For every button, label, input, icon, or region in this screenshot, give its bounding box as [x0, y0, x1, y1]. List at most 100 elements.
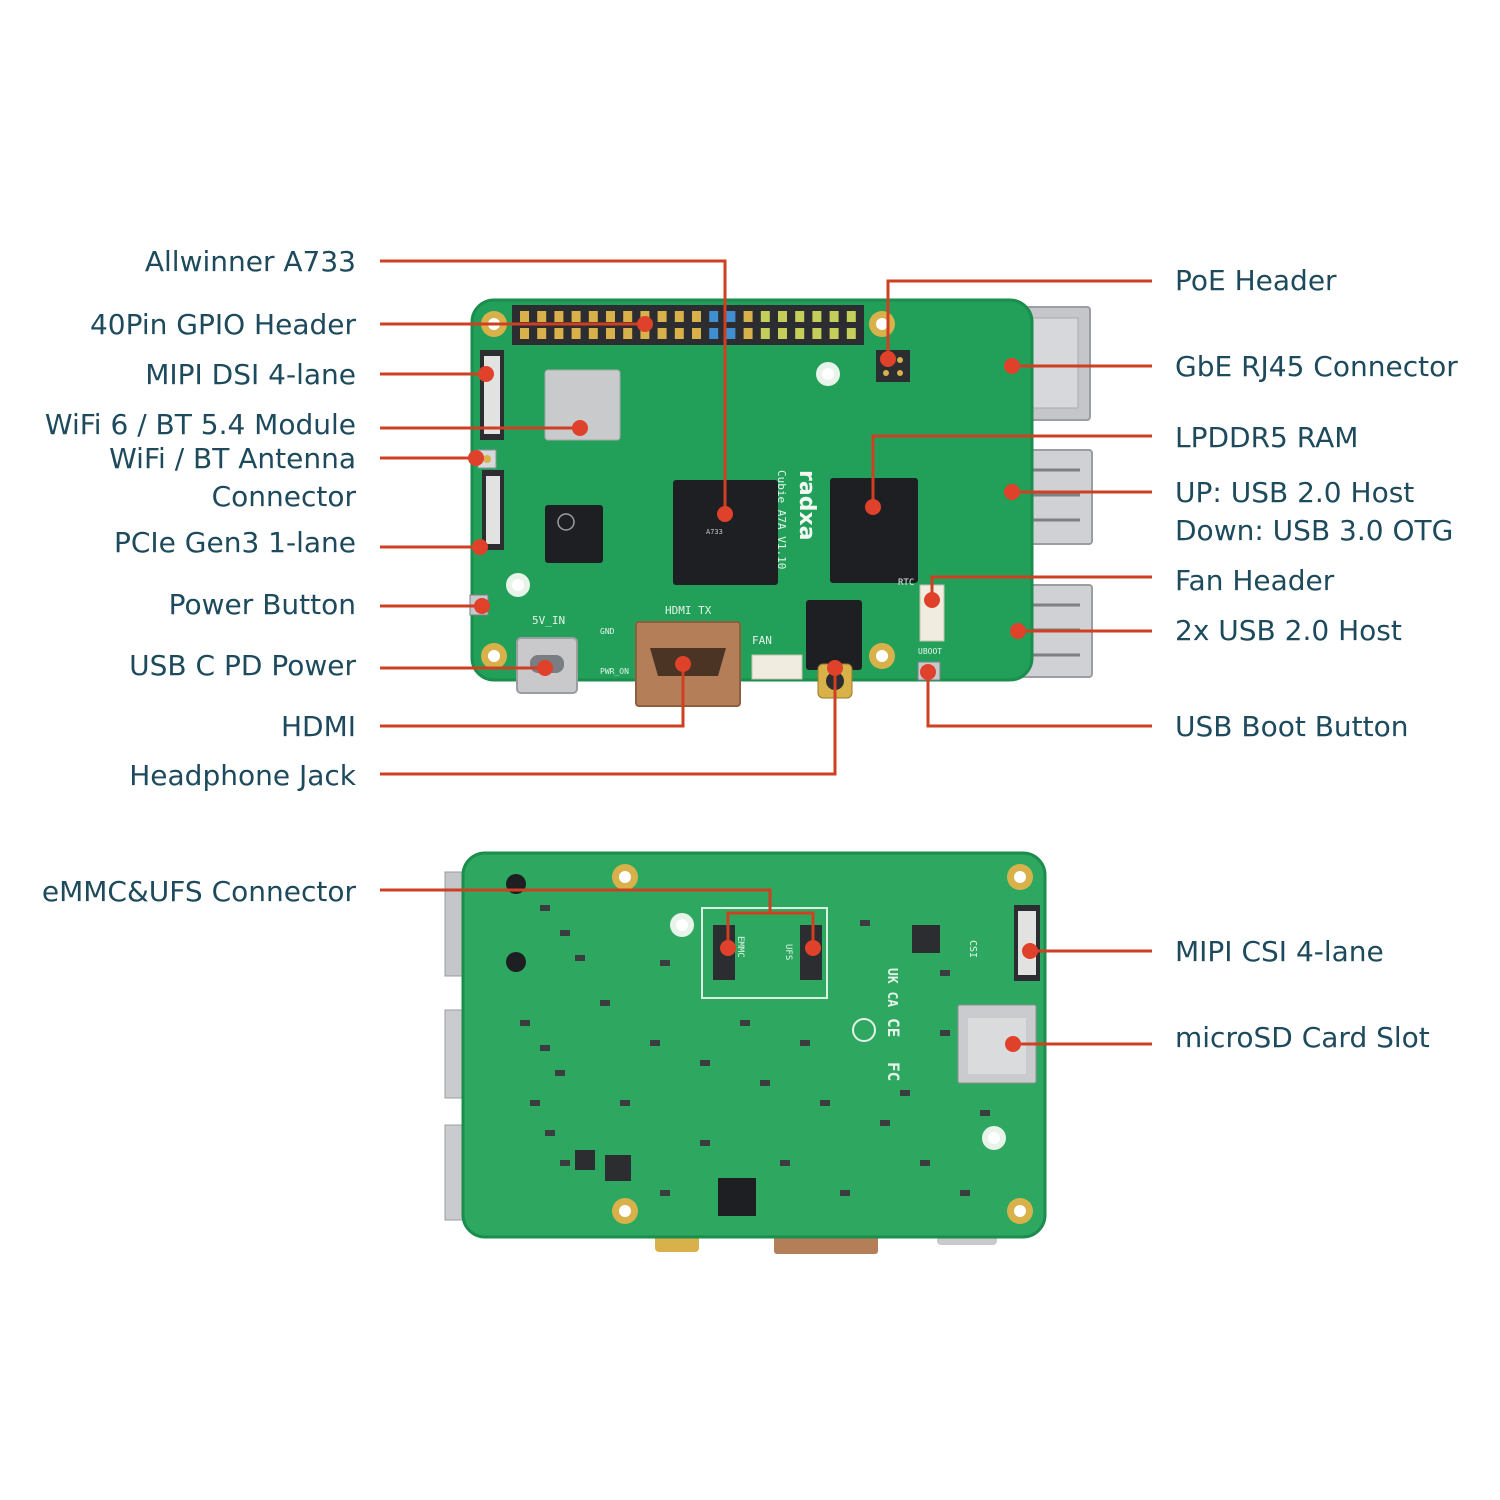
- gpio-pin: [846, 311, 856, 322]
- wifi-module: [544, 369, 621, 441]
- gpio-pin: [606, 311, 615, 322]
- label-pcie: PCIe Gen3 1-lane: [114, 526, 356, 559]
- gpio-pin: [760, 328, 770, 339]
- gpio-pin: [692, 311, 701, 322]
- silk-csi: CSI: [967, 940, 978, 958]
- silk-rtc: RTC: [898, 578, 914, 588]
- gpio-pin: [520, 311, 529, 322]
- dot-gpio: [637, 316, 653, 332]
- label-microsd: microSD Card Slot: [1175, 1021, 1430, 1054]
- label-usb2: 2x USB 2.0 Host: [1175, 614, 1402, 647]
- brand-silk: radxa Cubie A7A V1.10: [775, 470, 819, 569]
- leader-ram: [871, 434, 1152, 507]
- gpio-pin: [829, 311, 839, 322]
- label-power-button: Power Button: [169, 588, 356, 621]
- soc-marking: A733: [706, 528, 723, 536]
- label-hdmi: HDMI: [281, 710, 356, 743]
- gpio-pin: [812, 311, 822, 322]
- top-board: A733 radxa Cubie A7A V1.10 5V_IN HDMI TX…: [469, 298, 1093, 707]
- smd-component: [700, 1140, 710, 1146]
- pmic-chip: [545, 505, 603, 563]
- gpio-pin: [778, 328, 787, 339]
- smd-component: [860, 920, 870, 926]
- smd-component: [800, 1040, 810, 1046]
- label-usbc: USB C PD Power: [129, 649, 356, 682]
- leader-lines: [380, 259, 1152, 1046]
- gpio-pin: [571, 311, 581, 322]
- label-ram: LPDDR5 RAM: [1175, 421, 1358, 454]
- silk-ufs: UFS: [783, 944, 793, 960]
- dot-rj45: [1004, 358, 1020, 374]
- gpio-pin: [709, 311, 719, 322]
- svg-text:Cubie A7A V1.10: Cubie A7A V1.10: [775, 470, 788, 569]
- label-poe: PoE Header: [1175, 264, 1337, 297]
- smd-component: [530, 1100, 540, 1106]
- label-wifi: WiFi 6 / BT 5.4 Module: [45, 408, 356, 441]
- gpio-pin: [571, 328, 581, 339]
- dot-ufs: [805, 940, 821, 956]
- gpio-pin: [520, 328, 529, 339]
- gpio-pin: [657, 311, 667, 322]
- smd-component: [575, 955, 585, 961]
- label-dsi: MIPI DSI 4-lane: [145, 358, 356, 391]
- smd-component: [900, 1090, 910, 1096]
- leader-dots: [468, 316, 1038, 1052]
- smd-component: [660, 960, 670, 966]
- label-soc: Allwinner A733: [145, 245, 356, 278]
- label-gpio: 40Pin GPIO Header: [90, 308, 357, 341]
- smd-component: [545, 1130, 555, 1136]
- dot-soc: [717, 506, 733, 522]
- smd-component: [780, 1160, 790, 1166]
- smd-component: [540, 1045, 550, 1051]
- gpio-pin: [657, 328, 667, 339]
- silk-ce: CE: [884, 1018, 903, 1037]
- gpio-pin: [743, 311, 753, 322]
- labels-right: PoE Header GbE RJ45 Connector LPDDR5 RAM…: [1175, 264, 1458, 1054]
- dot-headphone: [827, 660, 843, 676]
- gpio-pin: [640, 328, 650, 339]
- gpio-pin: [760, 311, 770, 322]
- gpio-pin: [795, 311, 805, 322]
- label-antenna-line2: Connector: [212, 480, 357, 513]
- silk-fan: FAN: [752, 634, 772, 647]
- smd-component: [920, 1160, 930, 1166]
- dot-dsi: [478, 366, 494, 382]
- dot-poe: [880, 351, 896, 367]
- label-csi: MIPI CSI 4-lane: [1175, 935, 1384, 968]
- smd-component: [560, 930, 570, 936]
- dot-usb2: [1010, 623, 1026, 639]
- smd-component: [940, 1030, 950, 1036]
- silk-pwr: PWR_ON: [600, 667, 629, 676]
- smd-component: [940, 970, 950, 976]
- smd-component: [700, 1060, 710, 1066]
- gpio-pin: [726, 311, 736, 322]
- gpio-pin: [537, 328, 547, 339]
- ram-chip: [830, 478, 918, 583]
- smd-component: [660, 1190, 670, 1196]
- dot-csi: [1022, 943, 1038, 959]
- dot-wifi: [572, 420, 588, 436]
- label-emmc-ufs: eMMC&UFS Connector: [42, 875, 357, 908]
- dot-usbc: [537, 660, 553, 676]
- gpio-pin: [623, 328, 633, 339]
- label-antenna-line1: WiFi / BT Antenna: [109, 442, 356, 475]
- smd-component: [560, 1160, 570, 1166]
- smd-component: [740, 1020, 750, 1026]
- leader-hdmi: [380, 666, 685, 728]
- gpio-pin: [726, 328, 736, 339]
- gpio-pin: [537, 311, 547, 322]
- label-fan: Fan Header: [1175, 564, 1335, 597]
- dot-microsd: [1005, 1036, 1021, 1052]
- svg-text:radxa: radxa: [794, 470, 819, 540]
- gpio-pin: [623, 311, 633, 322]
- gpio-pin: [709, 328, 719, 339]
- label-headphone: Headphone Jack: [129, 759, 357, 792]
- leader-poe: [886, 279, 1152, 359]
- smd-component: [960, 1190, 970, 1196]
- bottom-board-components: [520, 905, 990, 1196]
- dot-antenna: [468, 450, 484, 466]
- dot-boot: [920, 664, 936, 680]
- smd-component: [880, 1120, 890, 1126]
- leader-boot: [926, 672, 1152, 728]
